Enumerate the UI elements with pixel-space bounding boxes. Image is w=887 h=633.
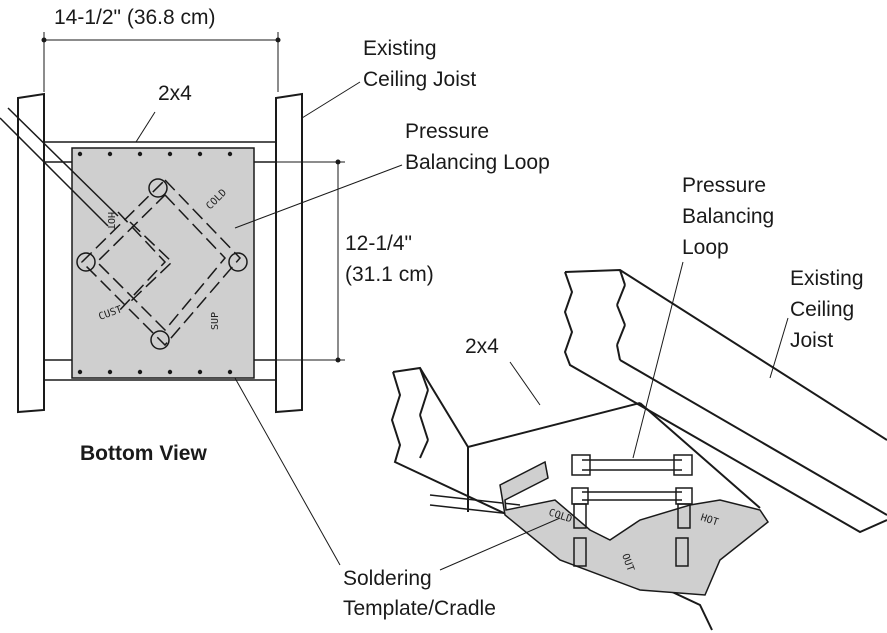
plate-screws bbox=[77, 151, 233, 375]
pv-loop-leader bbox=[632, 261, 684, 459]
pv-joist-label-3: Joist bbox=[790, 329, 833, 352]
width-dimension: 14-1/2" (36.8 cm) bbox=[41, 6, 281, 92]
pv-loop-label-3: Loop bbox=[682, 236, 729, 259]
pv-joist bbox=[563, 268, 887, 534]
width-dimension-label: 14-1/2" (36.8 cm) bbox=[54, 6, 216, 29]
template-label-1: Soldering bbox=[343, 567, 432, 590]
bv-joist-label-2: Ceiling Joist bbox=[363, 68, 476, 91]
template-label-2: Template/Cradle bbox=[343, 597, 496, 620]
pv-joist-label-2: Ceiling bbox=[790, 298, 854, 321]
height-dimension: 12-1/4" (31.1 cm) bbox=[254, 159, 434, 363]
template-label-group: Soldering Template/Cradle bbox=[234, 377, 561, 620]
bottom-view: 14-1/2" (36.8 cm) bbox=[0, 6, 550, 465]
template-leader-right bbox=[439, 517, 561, 571]
pv-joist-label-1: Existing bbox=[790, 267, 864, 290]
pv-loop-label-1: Pressure bbox=[682, 174, 766, 197]
bv-brace-leader bbox=[135, 111, 156, 143]
pv-brace-leader bbox=[509, 361, 541, 406]
height-dimension-line1: 12-1/4" bbox=[345, 232, 412, 255]
pv-pressure-loop bbox=[571, 454, 693, 567]
template-plate bbox=[71, 147, 255, 379]
template-leader-left bbox=[234, 377, 341, 566]
bv-loop-leader bbox=[234, 164, 403, 229]
supply-pipe bbox=[0, 107, 119, 227]
pv-brace-label: 2x4 bbox=[465, 335, 499, 358]
joist-right bbox=[275, 92, 303, 414]
pv-template-plate bbox=[499, 460, 770, 596]
bv-brace-label: 2x4 bbox=[158, 82, 192, 105]
bv-loop-label-1: Pressure bbox=[405, 120, 489, 143]
pv-stamp-2: HOT bbox=[699, 512, 720, 528]
pv-loop-label-2: Balancing bbox=[682, 205, 774, 228]
joist-left bbox=[17, 92, 45, 414]
stamp-4: SUP bbox=[210, 312, 221, 330]
stamp-1: HOT bbox=[105, 212, 116, 230]
pressure-balancing-loop bbox=[76, 178, 248, 350]
bv-joist-label-1: Existing bbox=[363, 37, 437, 60]
bv-loop-label-2: Balancing Loop bbox=[405, 151, 550, 174]
perspective-view: COLD HOT OUT Pressure Balancing Loop Exi… bbox=[390, 174, 887, 631]
bottom-view-title: Bottom View bbox=[80, 442, 207, 465]
bv-joist-leader bbox=[301, 81, 361, 119]
height-dimension-line2: (31.1 cm) bbox=[345, 263, 434, 286]
pv-joist-leader bbox=[769, 317, 789, 379]
pv-brace bbox=[390, 366, 761, 631]
